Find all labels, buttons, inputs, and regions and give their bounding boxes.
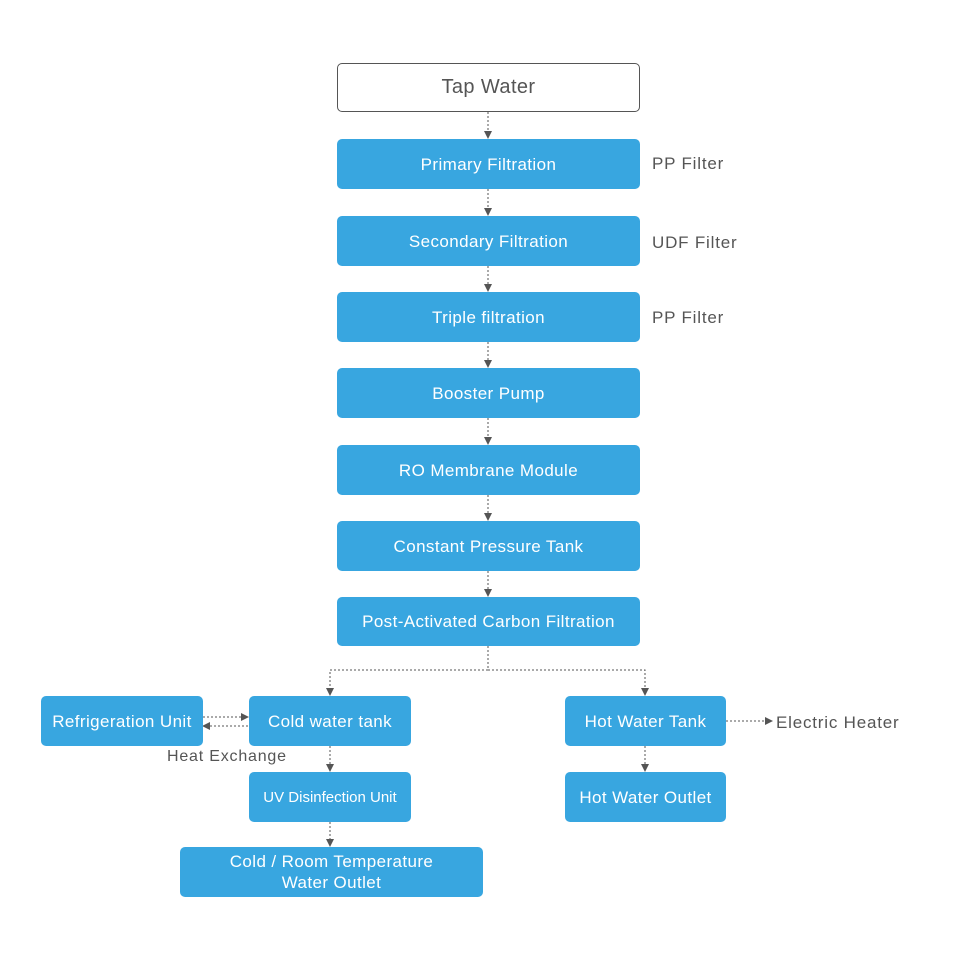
node-secondary-filtration-label: Secondary Filtration xyxy=(408,231,569,251)
node-primary-filtration-label: Primary Filtration xyxy=(420,154,557,174)
node-secondary-filtration: Secondary Filtration xyxy=(337,216,640,266)
node-ro-membrane-label: RO Membrane Module xyxy=(398,460,579,480)
arrow-carbon-to-cold-tank xyxy=(326,646,489,696)
node-post-carbon-label: Post-Activated Carbon Filtration xyxy=(362,612,615,631)
note-pp-filter-1: PP Filter xyxy=(652,154,725,173)
node-tap-water: Tap Water xyxy=(337,63,640,112)
node-cold-water-tank-label: Cold water tank xyxy=(267,711,393,731)
node-tap-water-label: Tap Water xyxy=(441,76,536,98)
node-cold-room-outlet-line1: Cold / Room Temperature xyxy=(229,852,434,871)
node-uv-disinfection-label: UV Disinfection Unit xyxy=(263,788,397,806)
note-heat-exchange: Heat Exchange xyxy=(167,748,287,765)
node-hot-water-tank-label: Hot Water Tank xyxy=(584,711,707,731)
node-cold-room-outlet: Cold / Room Temperature Water Outlet xyxy=(180,847,483,897)
node-hot-water-tank: Hot Water Tank xyxy=(565,696,726,746)
node-refrigeration-unit-label: Refrigeration Unit xyxy=(52,711,192,731)
node-booster-pump-label: Booster Pump xyxy=(432,383,545,403)
note-electric-heater: Electric Heater xyxy=(776,713,900,732)
node-cold-room-outlet-line2: Water Outlet xyxy=(281,873,382,892)
node-hot-water-outlet: Hot Water Outlet xyxy=(565,772,726,822)
node-hot-water-outlet-label: Hot Water Outlet xyxy=(579,787,712,807)
node-uv-disinfection: UV Disinfection Unit xyxy=(249,772,411,822)
note-pp-filter-2: PP Filter xyxy=(652,308,725,327)
note-udf-filter: UDF Filter xyxy=(652,233,738,252)
node-booster-pump: Booster Pump xyxy=(337,368,640,418)
node-ro-membrane: RO Membrane Module xyxy=(337,445,640,495)
node-constant-pressure-tank-label: Constant Pressure Tank xyxy=(393,536,584,556)
node-cold-water-tank: Cold water tank xyxy=(249,696,411,746)
node-constant-pressure-tank: Constant Pressure Tank xyxy=(337,521,640,571)
node-triple-filtration-label: Triple filtration xyxy=(432,307,545,327)
node-post-carbon: Post-Activated Carbon Filtration xyxy=(337,597,640,646)
arrow-carbon-to-hot-tank xyxy=(488,669,649,696)
node-primary-filtration: Primary Filtration xyxy=(337,139,640,189)
node-refrigeration-unit: Refrigeration Unit xyxy=(41,696,203,746)
node-triple-filtration: Triple filtration xyxy=(337,292,640,342)
